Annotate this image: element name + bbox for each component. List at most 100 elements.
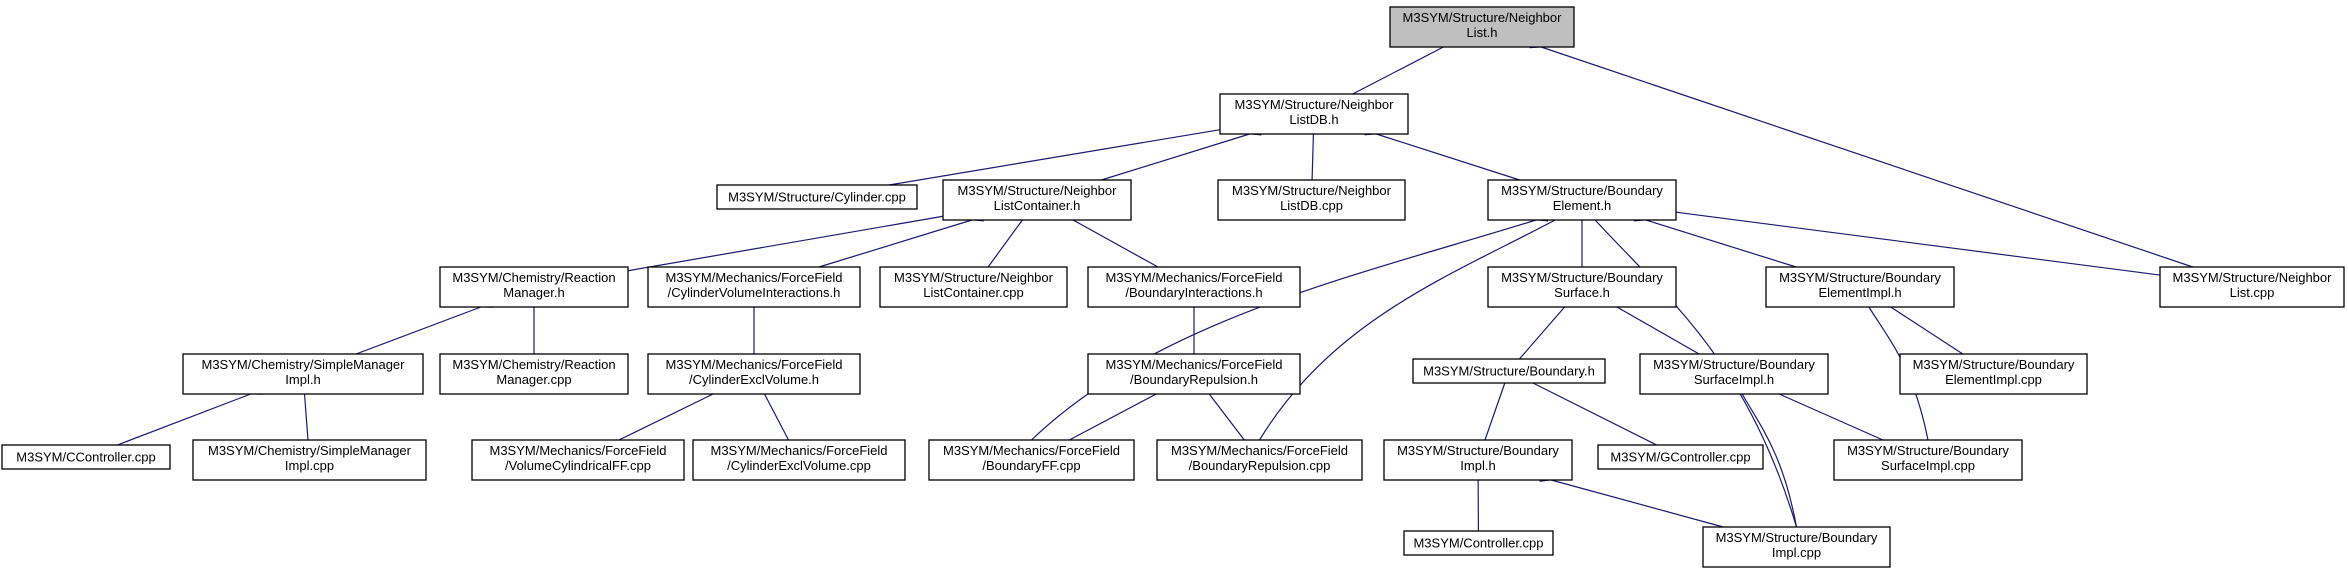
node-label: M3SYM/Mechanics/ForceField — [1106, 357, 1283, 372]
node-box — [1087, 266, 1301, 308]
node-box — [1389, 6, 1575, 48]
file-node[interactable]: M3SYM/Mechanics/ForceField/BoundaryRepul… — [1087, 353, 1301, 395]
file-node[interactable]: M3SYM/Mechanics/ForceField/CylinderExclV… — [692, 439, 906, 481]
node-label: M3SYM/Structure/Neighbor — [894, 270, 1054, 285]
node-label: M3SYM/Structure/Boundary — [1716, 530, 1878, 545]
node-label: M3SYM/Structure/Boundary — [1913, 357, 2075, 372]
node-label: M3SYM/GController.cpp — [1610, 450, 1750, 465]
node-label: ListDB.h — [1289, 112, 1338, 127]
node-label: M3SYM/Structure/Boundary.h — [1423, 364, 1595, 379]
node-label: M3SYM/Mechanics/ForceField — [666, 270, 843, 285]
node-label: M3SYM/Mechanics/ForceField — [1106, 270, 1283, 285]
edge-n7-to-n3 — [818, 211, 984, 268]
edge-n12-to-n0 — [1529, 38, 2193, 268]
file-node[interactable]: M3SYM/Controller.cpp — [1403, 530, 1554, 556]
node-label: M3SYM/Structure/Boundary — [1501, 183, 1663, 198]
node-label: /BoundaryFF.cpp — [982, 458, 1080, 473]
node-label: /BoundaryRepulsion.h — [1130, 372, 1258, 387]
node-label: Impl.h — [285, 372, 320, 387]
edge-n11-to-n5 — [1633, 211, 1797, 268]
node-box — [1833, 439, 2023, 481]
node-box — [439, 266, 629, 308]
node-box — [1899, 353, 2088, 395]
node-label: M3SYM/Chemistry/SimpleManager — [208, 443, 412, 458]
node-box — [1156, 439, 1363, 481]
node-box — [647, 353, 861, 395]
node-box — [1487, 179, 1677, 221]
file-node[interactable]: M3SYM/Mechanics/ForceField/CylinderExclV… — [647, 353, 861, 395]
edge-n25-to-n5 — [1258, 210, 1568, 441]
edge-n30-to-n5 — [1583, 208, 1798, 528]
edge-n30-to-n18 — [1732, 381, 1798, 528]
node-label: List.h — [1466, 25, 1497, 40]
node-box — [942, 179, 1132, 221]
edge-n24-to-n16 — [1069, 384, 1169, 441]
file-node[interactable]: M3SYM/Structure/Boundary.h — [1412, 358, 1606, 384]
node-label: M3SYM/Chemistry/Reaction — [452, 357, 615, 372]
node-box — [1597, 444, 1764, 470]
file-node[interactable]: M3SYM/Mechanics/ForceField/CylinderVolum… — [647, 266, 861, 308]
edge-n17-to-n10 — [1518, 295, 1576, 360]
edge-n4-to-n1 — [1308, 122, 1319, 181]
node-label: M3SYM/Structure/Boundary — [1847, 443, 2009, 458]
node-box — [471, 439, 685, 481]
node-label: List.cpp — [2230, 285, 2275, 300]
node-label: Manager.h — [503, 285, 564, 300]
file-node[interactable]: M3SYM/Structure/Cylinder.cpp — [716, 184, 918, 210]
node-label: M3SYM/Controller.cpp — [1413, 536, 1543, 551]
node-label: /CylinderExclVolume.h — [689, 372, 819, 387]
node-label: Surface.h — [1554, 285, 1610, 300]
node-box — [716, 184, 918, 210]
file-node[interactable]: M3SYM/Mechanics/ForceField/BoundaryInter… — [1087, 266, 1301, 308]
node-label: SurfaceImpl.cpp — [1881, 458, 1975, 473]
file-node[interactable]: M3SYM/Mechanics/ForceField/VolumeCylindr… — [471, 439, 685, 481]
node-label: Element.h — [1553, 198, 1612, 213]
edge-n22-to-n15 — [618, 384, 726, 441]
node-box — [2159, 266, 2345, 308]
node-box — [192, 439, 427, 481]
file-nodes: M3SYM/Structure/NeighborList.hM3SYM/Stru… — [1, 6, 2345, 568]
node-label: M3SYM/Structure/Neighbor — [1235, 97, 1395, 112]
node-label: /CylinderExclVolume.cpp — [727, 458, 871, 473]
edge-n5-to-n1 — [1364, 125, 1520, 181]
file-node[interactable]: M3SYM/Mechanics/ForceField/BoundaryFF.cp… — [928, 439, 1135, 481]
file-node[interactable]: M3SYM/Mechanics/ForceField/BoundaryRepul… — [1156, 439, 1363, 481]
node-label: Manager.cpp — [496, 372, 571, 387]
node-box — [928, 439, 1135, 481]
node-box — [1383, 439, 1573, 481]
edge-n24-to-n5 — [1031, 211, 1549, 441]
edge-n2-to-n1 — [888, 122, 1232, 186]
node-box — [1639, 353, 1829, 395]
node-label: M3SYM/Structure/Boundary — [1653, 357, 1815, 372]
node-box — [647, 266, 861, 308]
node-box — [1403, 530, 1554, 556]
node-label: Impl.cpp — [285, 458, 334, 473]
node-label: M3SYM/CController.cpp — [16, 450, 155, 465]
node-box — [1, 444, 171, 470]
node-box — [1487, 266, 1677, 308]
file-node[interactable]: M3SYM/GController.cpp — [1597, 444, 1764, 470]
file-node[interactable]: M3SYM/Structure/NeighborListContainer.cp… — [879, 266, 1068, 308]
file-node[interactable]: M3SYM/CController.cpp — [1, 444, 171, 470]
node-box — [692, 439, 906, 481]
node-label: M3SYM/Mechanics/ForceField — [1171, 443, 1348, 458]
node-label: ListContainer.h — [994, 198, 1081, 213]
